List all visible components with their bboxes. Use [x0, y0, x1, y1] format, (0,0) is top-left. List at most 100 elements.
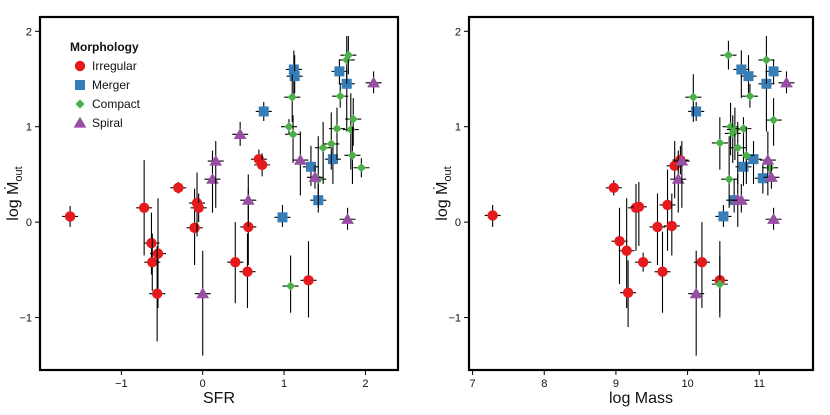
- series-merger: [255, 50, 355, 227]
- data-point-compact: [348, 114, 358, 124]
- x-tick-label: 1: [281, 378, 287, 390]
- data-point-merger: [327, 154, 338, 165]
- data-point-spiral: [734, 193, 748, 205]
- data-point-merger: [305, 161, 316, 172]
- plot-frame: [38, 15, 400, 372]
- data-point-compact: [724, 174, 734, 184]
- data-point-irregular: [151, 288, 163, 299]
- data-point-compact: [723, 50, 734, 60]
- data-point-irregular: [138, 202, 150, 214]
- data-point-merger: [691, 106, 702, 117]
- data-point-spiral: [206, 172, 219, 184]
- data-point-compact: [768, 115, 779, 125]
- y-axis-label-main: log Ṁ: [432, 182, 451, 221]
- legend-marker-diamond: [75, 99, 85, 109]
- data-point-compact: [733, 143, 743, 153]
- data-point-irregular: [696, 256, 708, 268]
- data-point-spiral: [233, 128, 247, 139]
- legend-item-irregular: Irregular: [74, 59, 137, 73]
- series-compact: [685, 36, 782, 313]
- data-point-irregular: [614, 236, 625, 247]
- data-point-merger: [718, 211, 729, 222]
- y-tick-label: 2: [26, 26, 32, 38]
- data-point-spiral: [367, 76, 380, 88]
- data-point-irregular: [256, 159, 268, 171]
- data-point-merger: [289, 71, 300, 82]
- series-compact: [280, 36, 370, 313]
- data-point-compact: [741, 150, 751, 160]
- data-point-irregular: [152, 248, 164, 259]
- y-tick-label: 1: [455, 122, 461, 134]
- data-point-compact: [326, 139, 336, 149]
- data-point-compact: [286, 281, 296, 291]
- data-point-spiral: [196, 287, 210, 299]
- data-point-spiral: [341, 213, 354, 224]
- series-irregular: [484, 141, 728, 328]
- data-point-spiral: [765, 171, 778, 182]
- data-point-spiral: [761, 153, 775, 165]
- data-point-compact: [347, 150, 358, 160]
- y-tick-label: 2: [455, 26, 461, 38]
- y-tick-label: −1: [19, 313, 32, 325]
- series-irregular: [62, 149, 317, 342]
- data-point-irregular: [666, 220, 678, 232]
- x-axis-label: log Mass: [609, 390, 673, 407]
- data-point-irregular: [633, 201, 645, 213]
- legend-marker-square: [75, 80, 85, 90]
- data-point-compact: [287, 92, 297, 102]
- data-point-merger: [757, 173, 768, 184]
- y-tick-label: 1: [26, 122, 32, 134]
- data-point-irregular: [608, 182, 619, 193]
- y-axis-label-subscript: out: [442, 166, 454, 181]
- data-point-compact: [343, 50, 353, 60]
- legend-label: Merger: [92, 78, 130, 92]
- data-point-spiral: [675, 154, 689, 166]
- data-point-irregular: [193, 202, 204, 214]
- x-tick-label: 11: [754, 378, 765, 390]
- legend-title: Morphology: [70, 40, 139, 54]
- data-point-spiral: [308, 171, 322, 182]
- legend-label: Compact: [92, 97, 141, 111]
- data-point-irregular: [621, 245, 632, 256]
- x-tick-label: −1: [115, 378, 128, 390]
- y-tick-label: −1: [448, 313, 461, 325]
- data-point-merger: [288, 64, 299, 75]
- data-point-merger: [258, 106, 269, 117]
- x-tick-label: 2: [362, 378, 368, 390]
- data-point-merger: [738, 161, 749, 172]
- data-point-irregular: [230, 256, 241, 268]
- data-point-irregular: [622, 287, 634, 298]
- data-point-compact: [284, 122, 294, 132]
- data-point-compact: [318, 143, 328, 153]
- y-axis-label: log Ṁout: [3, 166, 25, 220]
- data-point-compact: [738, 124, 749, 134]
- data-point-spiral: [209, 154, 223, 166]
- data-point-spiral: [767, 213, 780, 224]
- data-point-spiral: [241, 193, 255, 205]
- data-point-merger: [277, 212, 288, 223]
- y-axis-label: log Ṁout: [432, 166, 454, 220]
- data-point-spiral: [780, 76, 793, 88]
- data-point-irregular: [64, 211, 76, 222]
- data-point-compact: [715, 138, 725, 148]
- data-point-compact: [335, 91, 345, 101]
- data-point-compact: [730, 124, 740, 135]
- data-point-irregular: [652, 221, 663, 233]
- data-point-irregular: [173, 182, 184, 193]
- legend-item-compact: Compact: [75, 97, 141, 111]
- data-point-compact: [725, 122, 736, 132]
- data-point-spiral: [671, 172, 685, 184]
- data-point-compact: [745, 91, 755, 101]
- data-point-irregular: [662, 199, 673, 211]
- data-point-irregular: [487, 210, 498, 221]
- series-spiral: [670, 71, 795, 356]
- legend-label: Irregular: [92, 59, 137, 73]
- legend-marker-circle: [74, 60, 86, 72]
- data-point-compact: [288, 129, 298, 139]
- legend-marker-triangle: [73, 116, 87, 128]
- data-point-merger: [748, 154, 759, 165]
